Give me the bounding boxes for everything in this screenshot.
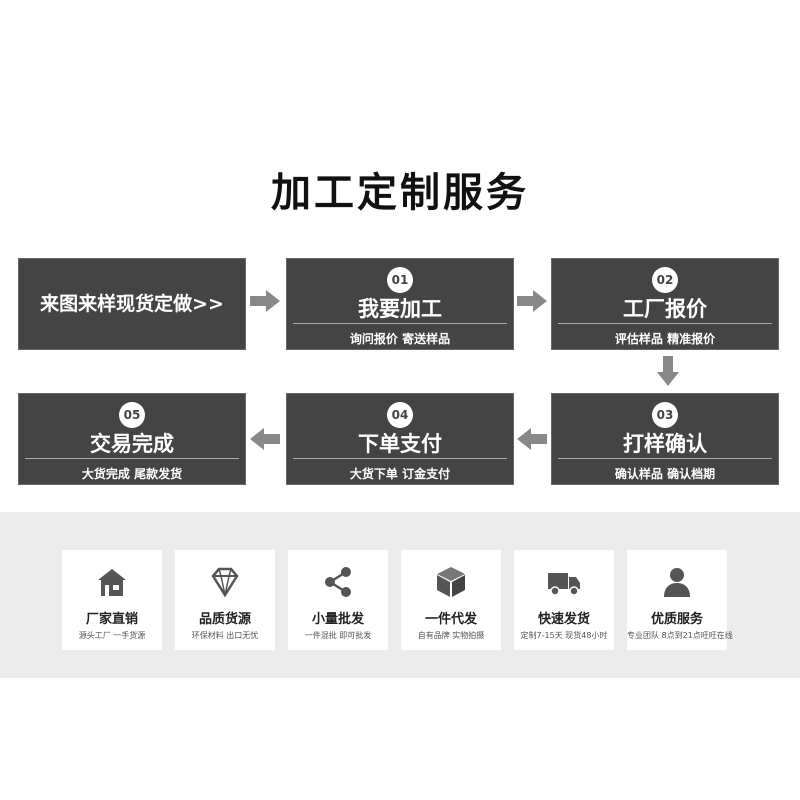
feature-card: 品质货源 环保材料 出口无忧 — [175, 550, 275, 650]
divider — [293, 458, 507, 459]
feature-subtitle: 专业团队 8点到21点旺旺在线 — [627, 631, 733, 640]
step-02-subtitle: 评估样品 精准报价 — [614, 332, 716, 346]
arrow-left-icon — [517, 428, 547, 450]
box-icon — [437, 567, 465, 597]
step-05-box: 05 交易完成 大货完成 尾款发货 — [18, 393, 246, 485]
feature-title: 优质服务 — [650, 612, 703, 627]
step-02-number: 02 — [652, 267, 678, 293]
user-icon — [664, 568, 690, 597]
feature-card: 一件代发 自有品牌 实物拍摄 — [401, 550, 501, 650]
step-start-box: 来图来样现货定做>> — [18, 258, 246, 350]
feature-title: 品质货源 — [198, 612, 251, 627]
step-02-title: 工厂报价 — [623, 297, 707, 321]
step-04-box: 04 下单支付 大货下单 订金支付 — [286, 393, 514, 485]
step-start-label: 来图来样现货定做>> — [40, 293, 224, 315]
arrow-right-icon — [250, 290, 280, 312]
divider — [293, 323, 507, 324]
step-02-box: 02 工厂报价 评估样品 精准报价 — [551, 258, 779, 350]
feature-card: 快速发货 定制7-15天 现货48小时 — [514, 550, 614, 650]
diamond-icon — [211, 567, 239, 598]
arrow-down-icon — [657, 356, 679, 386]
divider — [558, 458, 772, 459]
feature-card: 优质服务 专业团队 8点到21点旺旺在线 — [627, 550, 733, 650]
step-03-subtitle: 确认样品 确认档期 — [614, 467, 716, 481]
step-04-number: 04 — [387, 402, 413, 428]
feature-title: 快速发货 — [537, 612, 590, 627]
page-title: 加工定制服务 — [271, 170, 529, 216]
feature-title: 小量批发 — [311, 612, 364, 627]
step-05-title: 交易完成 — [90, 432, 174, 456]
arrow-left-icon — [250, 428, 280, 450]
step-04-subtitle: 大货下单 订金支付 — [349, 467, 451, 481]
factory-icon — [98, 569, 126, 596]
feature-title: 厂家直销 — [85, 612, 138, 627]
step-05-subtitle: 大货完成 尾款发货 — [81, 467, 183, 481]
feature-subtitle: 一件混批 即可批发 — [304, 631, 372, 640]
feature-title: 一件代发 — [424, 612, 477, 627]
divider — [558, 323, 772, 324]
step-01-title: 我要加工 — [358, 297, 442, 321]
divider — [25, 458, 239, 459]
arrow-right-icon — [517, 290, 547, 312]
truck-icon — [548, 573, 580, 596]
feature-card: 小量批发 一件混批 即可批发 — [288, 550, 388, 650]
step-01-box: 01 我要加工 询问报价 寄送样品 — [286, 258, 514, 350]
feature-subtitle: 源头工厂 一手货源 — [78, 631, 146, 640]
step-04-title: 下单支付 — [358, 432, 442, 456]
feature-subtitle: 定制7-15天 现货48小时 — [520, 631, 608, 640]
step-01-subtitle: 询问报价 寄送样品 — [349, 332, 451, 346]
step-03-box: 03 打样确认 确认样品 确认档期 — [551, 393, 779, 485]
feature-subtitle: 自有品牌 实物拍摄 — [417, 631, 485, 640]
step-01-number: 01 — [387, 267, 413, 293]
feature-subtitle: 环保材料 出口无忧 — [191, 631, 259, 640]
step-05-number: 05 — [119, 402, 145, 428]
step-03-number: 03 — [652, 402, 678, 428]
feature-card: 厂家直销 源头工厂 一手货源 — [62, 550, 162, 650]
step-03-title: 打样确认 — [623, 432, 707, 456]
share-icon — [325, 567, 351, 597]
